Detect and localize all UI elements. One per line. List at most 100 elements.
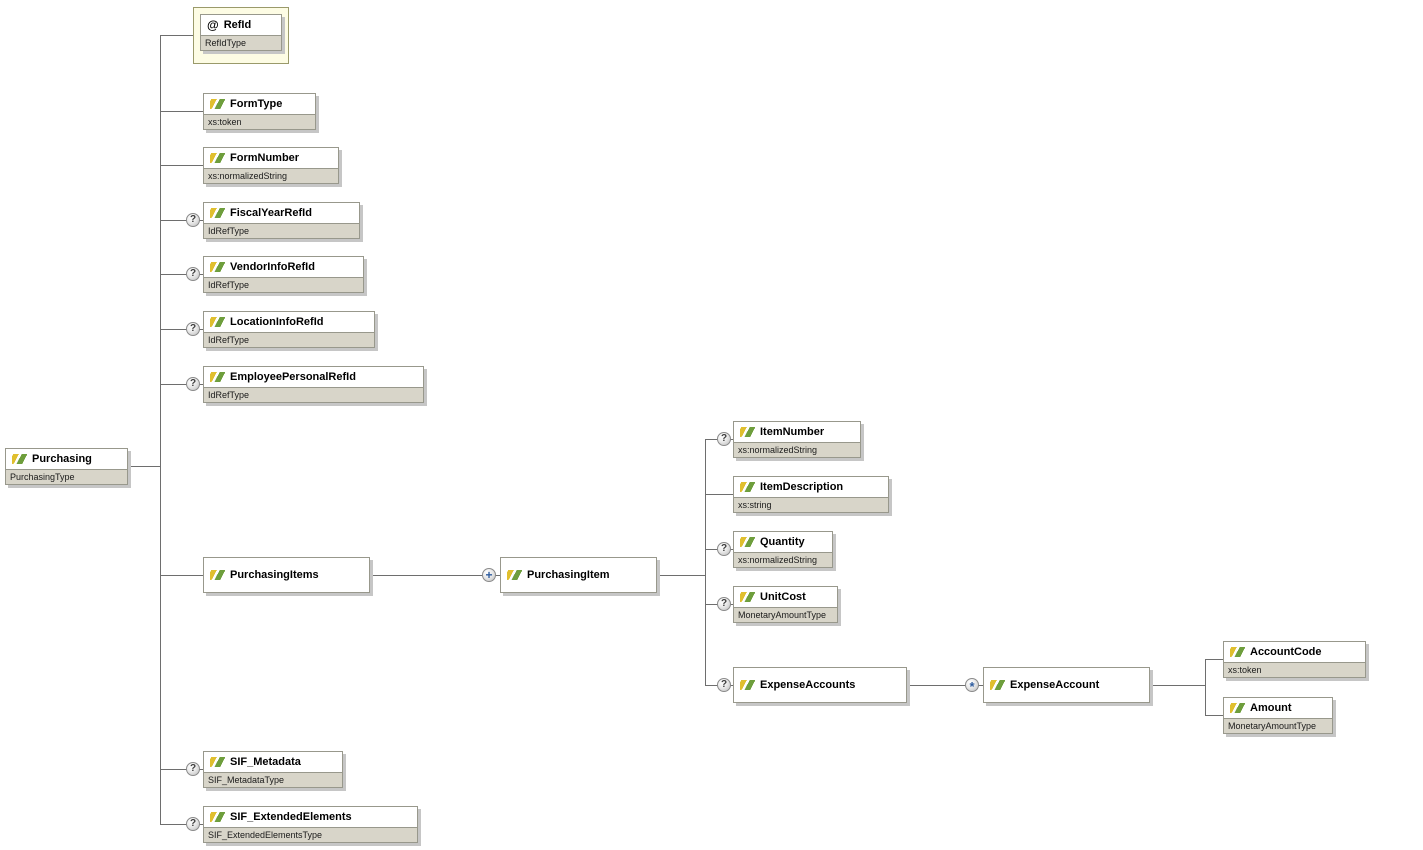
element-icon bbox=[740, 592, 755, 602]
connector bbox=[160, 384, 203, 385]
element-name: FormType bbox=[230, 98, 283, 110]
connector bbox=[160, 575, 203, 576]
element-node-purchasingitem[interactable]: PurchasingItem bbox=[500, 557, 657, 593]
element-type: xs:string bbox=[734, 497, 888, 512]
element-node-sif-extendedelements[interactable]: SIF_ExtendedElements SIF_ExtendedElement… bbox=[203, 806, 418, 843]
node-header: FiscalYearRefId bbox=[204, 203, 359, 223]
element-icon bbox=[210, 570, 225, 580]
element-type: MonetaryAmountType bbox=[734, 607, 837, 622]
element-node-formnumber[interactable]: FormNumber xs:normalizedString bbox=[203, 147, 339, 184]
element-node-itemdescription[interactable]: ItemDescription xs:string bbox=[733, 476, 889, 513]
optional-indicator: ? bbox=[717, 678, 731, 692]
element-node-quantity[interactable]: Quantity xs:normalizedString bbox=[733, 531, 833, 568]
element-type: SIF_ExtendedElementsType bbox=[204, 827, 417, 842]
element-icon bbox=[210, 208, 225, 218]
attribute-name: RefId bbox=[223, 19, 252, 31]
one-or-more-indicator: + bbox=[482, 568, 496, 582]
connector bbox=[160, 35, 161, 825]
node-header: AccountCode bbox=[1224, 642, 1365, 662]
connector bbox=[160, 824, 203, 825]
connector bbox=[160, 35, 193, 36]
connector bbox=[160, 220, 203, 221]
optional-indicator: ? bbox=[186, 762, 200, 776]
element-name: Amount bbox=[1250, 702, 1292, 714]
element-node-fiscalyearrefid[interactable]: FiscalYearRefId IdRefType bbox=[203, 202, 360, 239]
connector bbox=[160, 111, 203, 112]
node-header: UnitCost bbox=[734, 587, 837, 607]
optional-indicator: ? bbox=[186, 322, 200, 336]
node-header: ItemNumber bbox=[734, 422, 860, 442]
element-node-vendorinforefid[interactable]: VendorInfoRefId IdRefType bbox=[203, 256, 364, 293]
element-node-sif-metadata[interactable]: SIF_Metadata SIF_MetadataType bbox=[203, 751, 343, 788]
element-name: PurchasingItem bbox=[527, 569, 610, 581]
element-icon bbox=[740, 537, 755, 547]
element-icon bbox=[210, 317, 225, 327]
element-node-formtype[interactable]: FormType xs:token bbox=[203, 93, 316, 130]
connector bbox=[128, 466, 160, 467]
element-node-locationinforefid[interactable]: LocationInfoRefId IdRefType bbox=[203, 311, 375, 348]
element-node-itemnumber[interactable]: ItemNumber xs:normalizedString bbox=[733, 421, 861, 458]
element-icon bbox=[12, 454, 27, 464]
element-icon bbox=[990, 680, 1005, 690]
element-node-unitcost[interactable]: UnitCost MonetaryAmountType bbox=[733, 586, 838, 623]
node-header: ExpenseAccounts bbox=[734, 668, 906, 702]
element-node-expenseaccounts[interactable]: ExpenseAccounts bbox=[733, 667, 907, 703]
node-header: FormType bbox=[204, 94, 315, 114]
node-header: EmployeePersonalRefId bbox=[204, 367, 423, 387]
element-type: SIF_MetadataType bbox=[204, 772, 342, 787]
node-header: Purchasing bbox=[6, 449, 127, 469]
element-type: xs:normalizedString bbox=[204, 168, 338, 183]
element-icon bbox=[740, 680, 755, 690]
zero-or-more-indicator: * bbox=[965, 678, 979, 693]
element-icon bbox=[210, 99, 225, 109]
element-icon bbox=[210, 372, 225, 382]
element-name: AccountCode bbox=[1250, 646, 1322, 658]
element-name: ExpenseAccounts bbox=[760, 679, 856, 691]
node-header: FormNumber bbox=[204, 148, 338, 168]
connector bbox=[705, 439, 706, 686]
element-name: EmployeePersonalRefId bbox=[230, 371, 356, 383]
element-name: UnitCost bbox=[760, 591, 806, 603]
element-icon bbox=[507, 570, 522, 580]
element-node-employeepersonalrefid[interactable]: EmployeePersonalRefId IdRefType bbox=[203, 366, 424, 403]
element-type: IdRefType bbox=[204, 387, 423, 402]
connector bbox=[907, 685, 983, 686]
attribute-node-refid[interactable]: @ RefId RefIdType bbox=[200, 14, 282, 51]
node-header: PurchasingItem bbox=[501, 558, 656, 592]
connector bbox=[1205, 659, 1206, 716]
element-type: xs:token bbox=[204, 114, 315, 129]
node-header: SIF_ExtendedElements bbox=[204, 807, 417, 827]
optional-indicator: ? bbox=[186, 377, 200, 391]
node-header: VendorInfoRefId bbox=[204, 257, 363, 277]
element-icon bbox=[210, 262, 225, 272]
element-node-expenseaccount[interactable]: ExpenseAccount bbox=[983, 667, 1150, 703]
optional-indicator: ? bbox=[717, 542, 731, 556]
element-node-amount[interactable]: Amount MonetaryAmountType bbox=[1223, 697, 1333, 734]
element-node-purchasingitems[interactable]: PurchasingItems bbox=[203, 557, 370, 593]
element-name: FormNumber bbox=[230, 152, 300, 164]
node-header: ItemDescription bbox=[734, 477, 888, 497]
element-type: MonetaryAmountType bbox=[1224, 718, 1332, 733]
node-header: Amount bbox=[1224, 698, 1332, 718]
element-name: LocationInfoRefId bbox=[230, 316, 324, 328]
attribute-refid-selection[interactable]: @ RefId RefIdType bbox=[193, 7, 289, 64]
element-node-purchasing[interactable]: Purchasing PurchasingType bbox=[5, 448, 128, 485]
element-icon bbox=[210, 153, 225, 163]
connector bbox=[160, 769, 203, 770]
connector bbox=[160, 274, 203, 275]
connector bbox=[160, 329, 203, 330]
connector bbox=[657, 575, 705, 576]
element-icon bbox=[210, 812, 225, 822]
connector bbox=[160, 165, 203, 166]
connector bbox=[1205, 715, 1223, 716]
element-name: ItemNumber bbox=[760, 426, 825, 438]
connector bbox=[705, 494, 733, 495]
element-name: SIF_Metadata bbox=[230, 756, 301, 768]
node-header: SIF_Metadata bbox=[204, 752, 342, 772]
node-header: @ RefId bbox=[201, 15, 281, 35]
element-name: SIF_ExtendedElements bbox=[230, 811, 352, 823]
element-icon bbox=[210, 757, 225, 767]
element-icon bbox=[1230, 703, 1245, 713]
node-header: LocationInfoRefId bbox=[204, 312, 374, 332]
element-node-accountcode[interactable]: AccountCode xs:token bbox=[1223, 641, 1366, 678]
